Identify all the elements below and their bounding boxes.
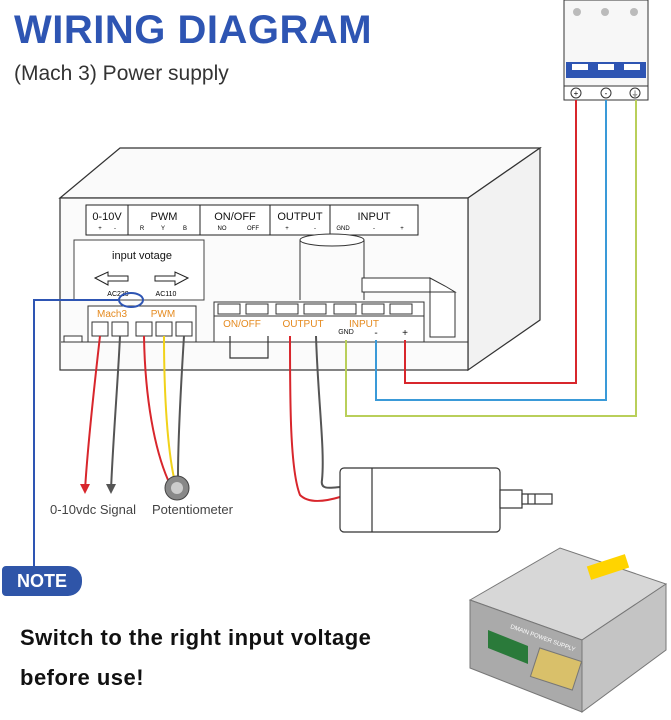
breaker-plus: + — [574, 89, 579, 98]
terminal-label-onoff: ON/OFF — [223, 319, 261, 330]
input-wires — [345, 100, 637, 417]
arrow-gray-signal — [106, 484, 116, 494]
power-supply-product-image: DMAIN POWER SUPPLY — [468, 547, 668, 713]
wire-gray-output — [315, 335, 341, 489]
label-pwm: PWM — [151, 211, 178, 223]
spindle-motor — [339, 467, 553, 533]
sub-pwm-r: R — [140, 226, 145, 232]
voltage-selector: input votage AC220 AC110 — [73, 239, 205, 301]
wire-blue-input — [375, 100, 607, 401]
wire-yellow-pwm — [163, 335, 175, 479]
wire-red-signal — [84, 335, 101, 491]
note-line-2: before use! — [20, 665, 145, 690]
terminal-label-mach3: Mach3 — [97, 309, 127, 320]
panel-label-strip: 0-10V PWM ON/OFF OUTPUT INPUT + - R Y B … — [85, 204, 419, 236]
terminal-label-pwm: PWM — [151, 309, 175, 320]
label-input: INPUT — [358, 211, 391, 223]
note-line-1: Switch to the right input voltage — [20, 625, 372, 650]
label-0-10v: 0-10V — [92, 211, 122, 223]
sub-pwm-b: B — [183, 226, 187, 232]
diagram-subtitle: (Mach 3) Power supply — [14, 62, 229, 85]
note-callout — [33, 292, 144, 568]
sub-pwm-y: Y — [161, 226, 165, 232]
sub-input-gnd: GND — [336, 226, 350, 232]
terminal-labels: Mach3 PWM ON/OFF OUTPUT INPUT GND - + — [97, 309, 408, 339]
note-badge: NOTE — [2, 566, 82, 596]
wire-red-input — [404, 100, 577, 384]
output-wires — [289, 335, 341, 502]
terminal-label-output: OUTPUT — [282, 319, 323, 330]
voltage-ac220: AC220 — [107, 291, 129, 298]
terminal-label-gnd: GND — [338, 329, 354, 336]
diagram-title: WIRING DIAGRAM — [14, 8, 373, 52]
sub-onoff-off: OFF — [247, 226, 259, 232]
potentiometer-icon — [164, 475, 190, 501]
onoff-jumper — [229, 336, 269, 359]
wire-green-input — [345, 100, 637, 417]
label-onoff: ON/OFF — [214, 211, 256, 223]
circuit-breaker: + - ⏚ — [563, 0, 649, 101]
wire-red-pwm — [143, 335, 169, 481]
arrow-left-icon — [93, 271, 129, 286]
terminal-label-input: INPUT — [349, 319, 379, 330]
terminal-strip — [61, 301, 468, 343]
wire-gray-pwm — [177, 335, 185, 477]
terminal-label-plus: + — [402, 328, 408, 339]
wire-gray-signal — [110, 335, 121, 491]
breaker-ground-icon: ⏚ — [632, 90, 639, 98]
arrow-red-signal — [80, 484, 90, 494]
voltage-ac110: AC110 — [156, 291, 177, 298]
label-0-10vdc-signal: 0-10vdc Signal — [50, 502, 136, 517]
arrow-right-icon — [154, 271, 190, 286]
sub-input-minus: - — [373, 226, 375, 232]
sub-input-plus: + — [400, 226, 404, 232]
signal-wires — [80, 335, 185, 494]
internal-components — [299, 233, 457, 338]
sub-output-plus: + — [285, 226, 289, 232]
voltage-selector-title: input votage — [112, 250, 172, 262]
label-potentiometer: Potentiometer — [152, 502, 234, 517]
breaker-minus: - — [605, 89, 608, 98]
wire-red-output — [289, 335, 341, 502]
sub-0-10v-minus: - — [114, 226, 116, 232]
sub-onoff-no: NO — [218, 226, 227, 232]
sub-0-10v-plus: + — [98, 226, 102, 232]
sub-output-minus: - — [314, 226, 316, 232]
label-output: OUTPUT — [277, 211, 323, 223]
terminal-label-minus: - — [374, 328, 377, 339]
